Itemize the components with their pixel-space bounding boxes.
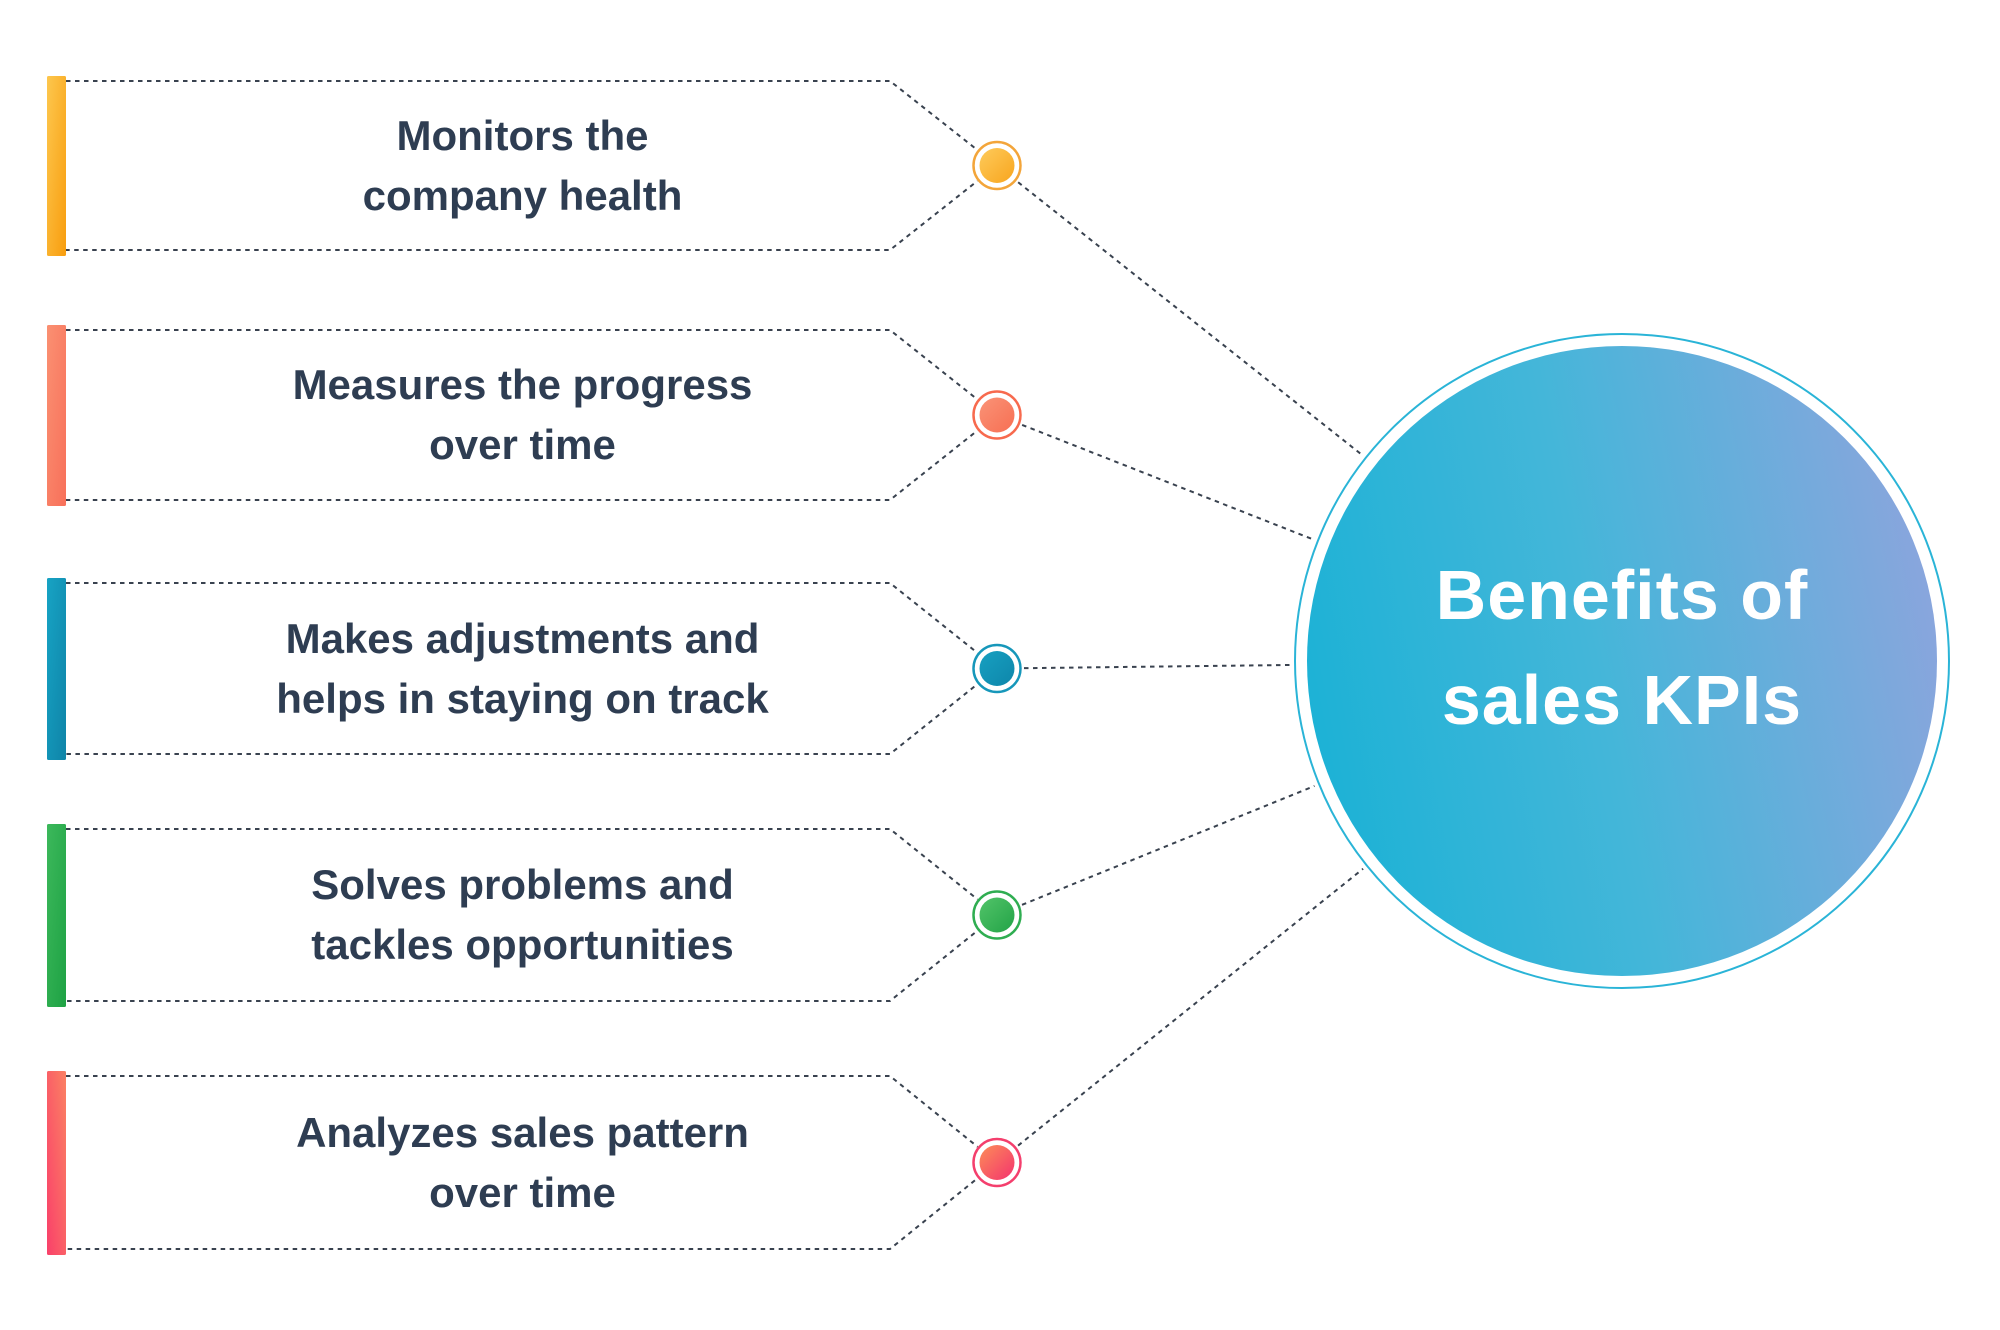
item-1-line-1: Monitors the <box>396 111 649 159</box>
item-outline-5 <box>66 1075 999 1250</box>
item-4-line-1: Solves problems and <box>311 861 734 909</box>
main-circle-fill <box>1307 346 1937 976</box>
main-circle-title: Benefits of sales KPIs <box>1307 346 1937 976</box>
item-outlines <box>66 80 999 1250</box>
node-3-ring <box>972 643 1022 694</box>
title-line-1: Benefits of <box>1435 556 1809 634</box>
item-label-4: Solves problems and tackles opportunitie… <box>70 829 975 1001</box>
item-4-line-2: tackles opportunities <box>311 921 734 968</box>
node-circle-1 <box>972 140 1022 191</box>
accent-bar-5 <box>47 1071 66 1255</box>
accent-bar-2 <box>47 325 66 506</box>
node-circle-5 <box>972 1137 1022 1188</box>
node-3-fill <box>979 651 1015 686</box>
node-circle-3 <box>972 643 1022 694</box>
node-2-ring <box>972 390 1022 440</box>
accent-bar-3 <box>47 578 66 760</box>
item-label-1: Monitors the company health <box>70 81 975 250</box>
accent-bar-1 <box>47 76 66 256</box>
title-line-2: sales KPIs <box>1441 661 1803 739</box>
item-1-line-2: company health <box>362 171 683 219</box>
connector-line-1 <box>996 164 1623 662</box>
node-circles <box>972 140 1022 1188</box>
item-5-line-1: Analyzes sales pattern <box>296 1108 749 1156</box>
main-circle <box>1290 329 1954 993</box>
node-4-fill <box>979 897 1015 933</box>
item-label-3: Makes adjustments and helps in staying o… <box>70 583 975 754</box>
item-2-line-1: Measures the progress <box>292 361 753 409</box>
node-4-ring <box>972 890 1022 940</box>
item-label-2: Measures the progress over time <box>70 330 975 500</box>
item-5-line-2: over time <box>429 1168 616 1216</box>
node-1-ring <box>972 140 1022 191</box>
node-5-ring <box>972 1137 1022 1188</box>
node-1-fill <box>979 148 1015 183</box>
item-3-line-2: helps in staying on track <box>276 674 769 722</box>
node-5-fill <box>979 1145 1015 1180</box>
node-2-fill <box>979 397 1015 433</box>
item-label-5: Analyzes sales pattern over time <box>70 1076 975 1249</box>
accent-bar-4 <box>47 824 66 1007</box>
node-circle-4 <box>972 890 1022 940</box>
item-3-line-1: Makes adjustments and <box>285 614 760 662</box>
item-outline-1 <box>66 80 999 251</box>
item-2-line-2: over time <box>429 421 616 468</box>
main-circle-ring <box>1294 333 1950 989</box>
item-outline-4 <box>66 828 999 1002</box>
item-outline-2 <box>66 329 999 501</box>
item-outline-3 <box>66 582 999 755</box>
item-accent-bars <box>47 76 66 1255</box>
node-circle-2 <box>972 390 1022 440</box>
